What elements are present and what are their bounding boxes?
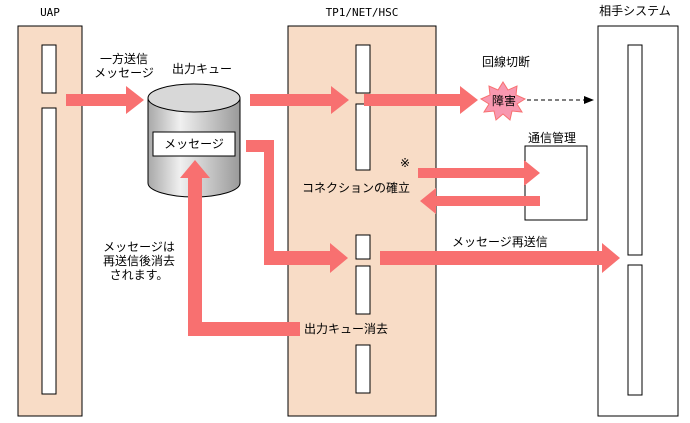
comm-mgmt-box: [524, 145, 588, 221]
arrow-queue-to-resend: [246, 140, 348, 273]
hsc-bar-5: [355, 344, 371, 394]
hsc-bar-1: [355, 44, 371, 94]
queue-delete-label: 出力キュー消去: [304, 322, 389, 336]
deleted-note-line3: されます。: [109, 268, 169, 282]
note-mark: ※: [400, 156, 411, 170]
hsc-bar-4: [355, 265, 371, 315]
arrow-queue-delete: [180, 160, 300, 336]
hsc-header: TP1/NET/HSC: [325, 6, 399, 19]
partner-header: 相手システム: [599, 4, 671, 18]
arrow-resend-to-partner: [380, 243, 620, 273]
fault-label: 障害: [491, 94, 516, 108]
fault-burst: [479, 81, 527, 121]
connection-established-label: コネクションの確立: [302, 181, 411, 195]
message-box-label: メッセージ: [164, 137, 224, 151]
arrow-connection-right: [418, 160, 540, 186]
output-queue-label: 出力キュー: [172, 62, 233, 76]
one-way-send-line2: メッセージ: [94, 66, 154, 80]
comm-mgmt-label: 通信管理: [528, 131, 577, 145]
line-cut-label: 回線切断: [482, 55, 531, 69]
message-box: [152, 131, 236, 157]
deleted-note-line2: 再送信後消去: [102, 254, 175, 268]
arrow-hsc-to-fault: [364, 86, 478, 114]
arrow-uap-to-queue: [66, 86, 144, 114]
hsc-bar-3: [355, 234, 371, 260]
uap-bar-main: [41, 107, 57, 395]
arrow-connection-left: [420, 188, 540, 214]
arrow-queue-to-hsc: [250, 86, 349, 114]
deleted-after-resend-note: メッセージは 再送信後消去 されます。: [84, 240, 194, 282]
partner-bar-bottom: [627, 264, 643, 396]
deleted-note-line1: メッセージは: [103, 240, 175, 254]
hsc-bar-2: [355, 103, 371, 171]
dashed-link-arrowhead: [584, 96, 594, 104]
uap-bar-top: [41, 44, 57, 94]
one-way-send-line1: 一方送信: [99, 52, 148, 66]
resend-label: メッセージ再送信: [452, 235, 548, 249]
partner-bar-top: [627, 44, 643, 256]
arrows: [66, 86, 620, 336]
one-way-send-label: 一方送信 メッセージ: [84, 52, 164, 80]
uap-header: UAP: [40, 6, 60, 19]
